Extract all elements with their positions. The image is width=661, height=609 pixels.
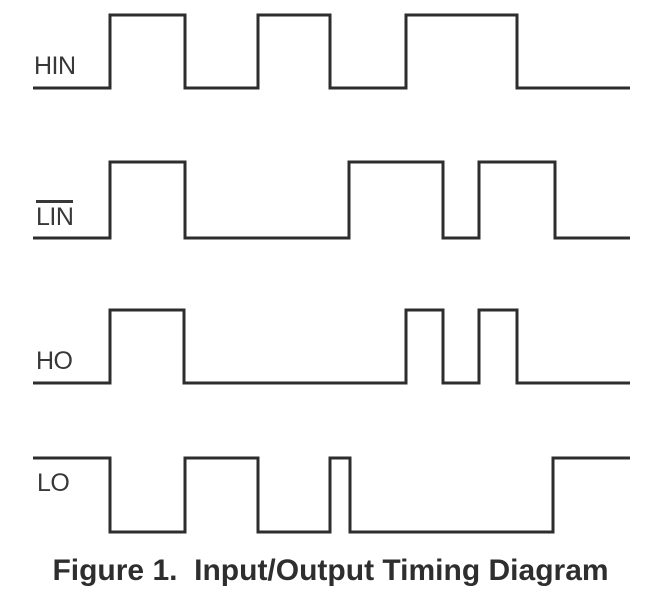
waveform-trace-ho — [33, 308, 630, 385]
waveform-trace-lo — [33, 456, 630, 534]
figure-caption: Figure 1. Input/Output Timing Diagram — [52, 554, 609, 587]
signal-label-ho-text: HO — [36, 347, 73, 375]
signal-label-lo-text: LO — [37, 469, 70, 497]
signal-label-ho: HO — [36, 349, 73, 374]
signal-label-hin: HIN — [34, 54, 76, 79]
lin-overline-text: LIN — [36, 200, 74, 230]
waveform-trace-hin — [33, 13, 630, 90]
waveform-trace-lin — [33, 160, 630, 240]
signal-label-lo: LO — [37, 469, 70, 497]
signal-label-lin: LIN — [36, 200, 74, 230]
signal-label-hin-text: HIN — [34, 52, 76, 80]
